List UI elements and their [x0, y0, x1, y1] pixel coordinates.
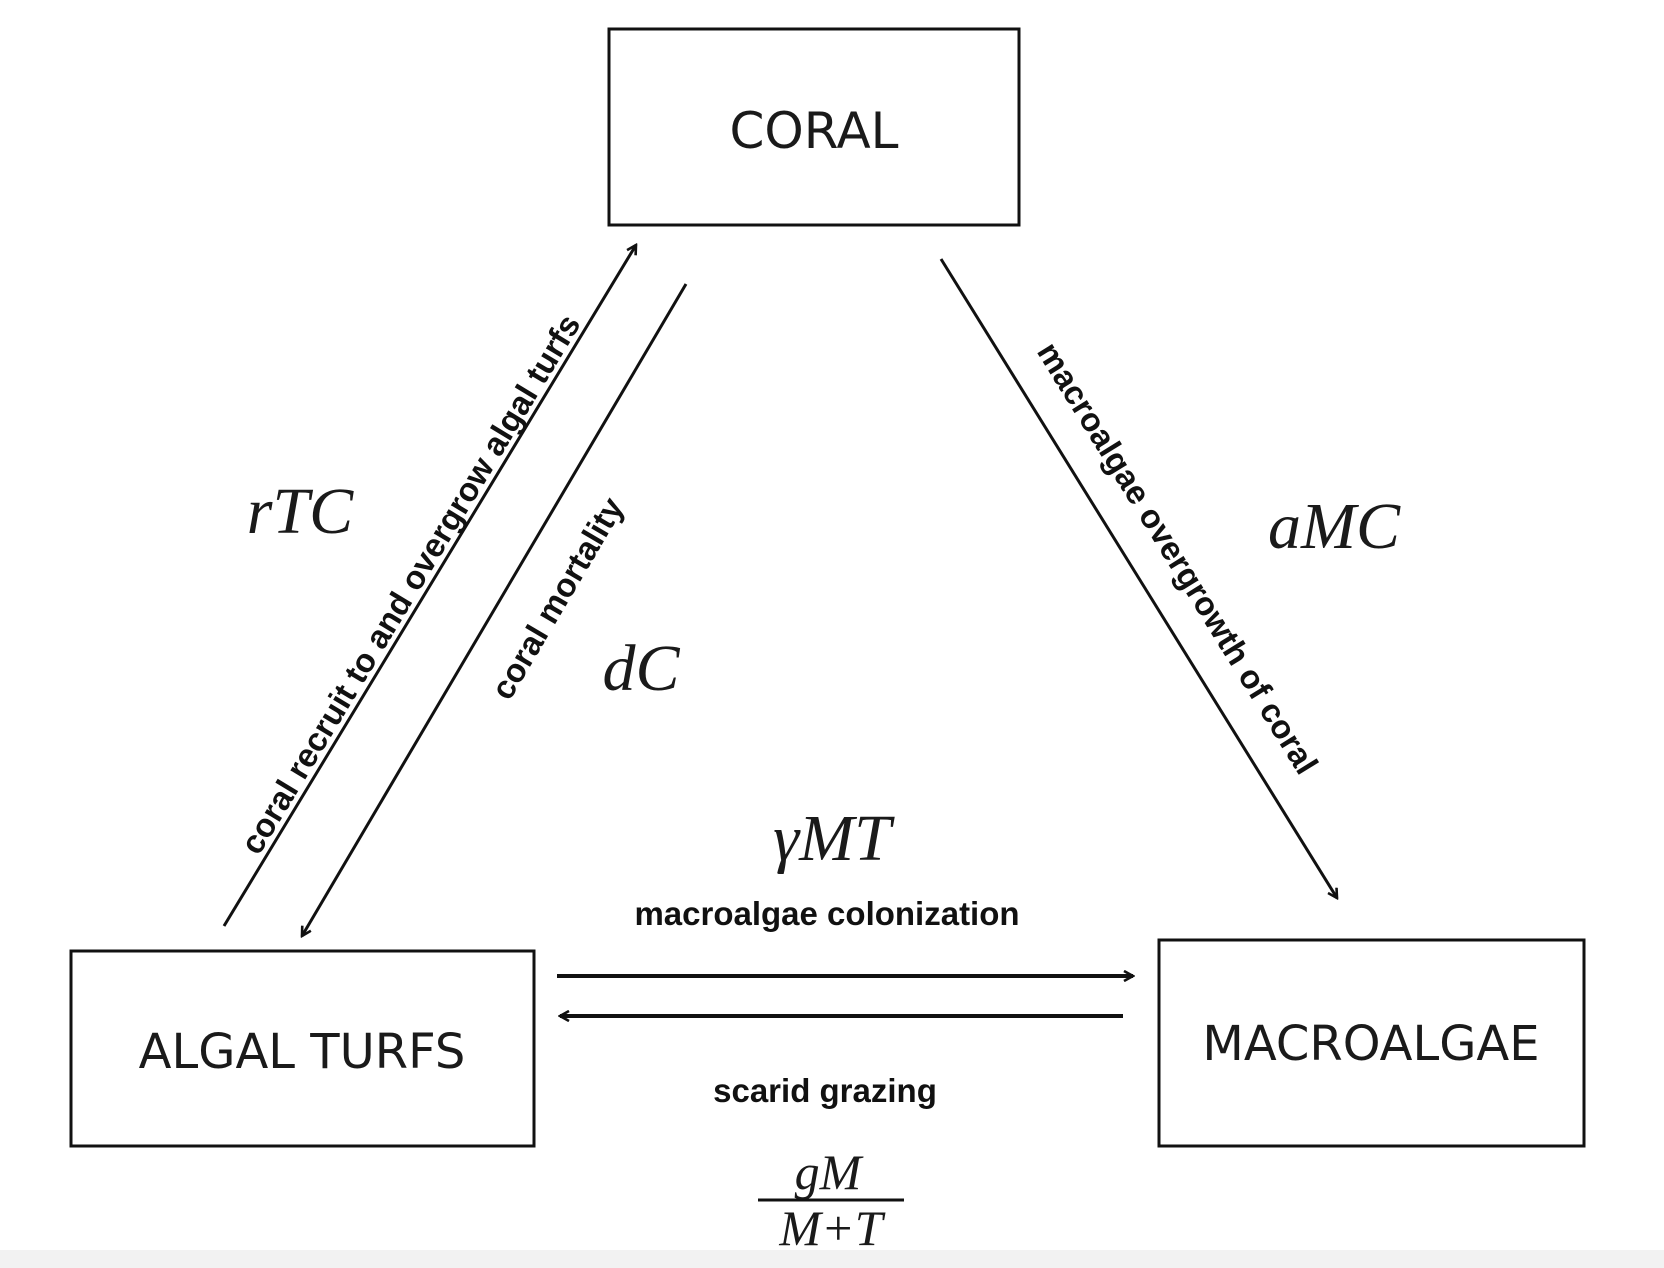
colonization-rate: γMT	[773, 802, 895, 875]
coral-label: CORAL	[729, 102, 898, 160]
macroalgae-label: MACROALGAE	[1202, 1016, 1539, 1072]
coral-box	[607, 27, 1021, 227]
overgrowth-arrow	[939, 258, 1337, 898]
bottom-strip	[0, 1250, 1664, 1268]
coral-node: CORAL	[607, 27, 1021, 227]
algal-turfs-node: ALGAL TURFS	[69, 949, 536, 1148]
recruit-label: coral recruit to and overgrow algal turf…	[233, 308, 588, 860]
overgrowth-rate: aMC	[1268, 490, 1401, 563]
algal-turfs-label: ALGAL TURFS	[139, 1024, 466, 1080]
recruit-rate: rTC	[247, 475, 354, 548]
macroalgae-box	[1157, 938, 1586, 1148]
grazing-rate-fraction: gM M+T	[758, 1144, 904, 1256]
grazing-rate-numerator: gM	[795, 1144, 864, 1200]
colonization-label: macroalgae colonization	[634, 895, 1019, 932]
algal-turfs-box	[69, 949, 536, 1148]
mortality-arrow	[302, 283, 688, 936]
grazing-label: scarid grazing	[713, 1072, 937, 1109]
grazing-rate-denominator: M+T	[778, 1200, 885, 1256]
macroalgae-node: MACROALGAE	[1157, 938, 1586, 1148]
recruit-arrow	[222, 245, 636, 927]
mortality-rate: dC	[602, 632, 680, 705]
